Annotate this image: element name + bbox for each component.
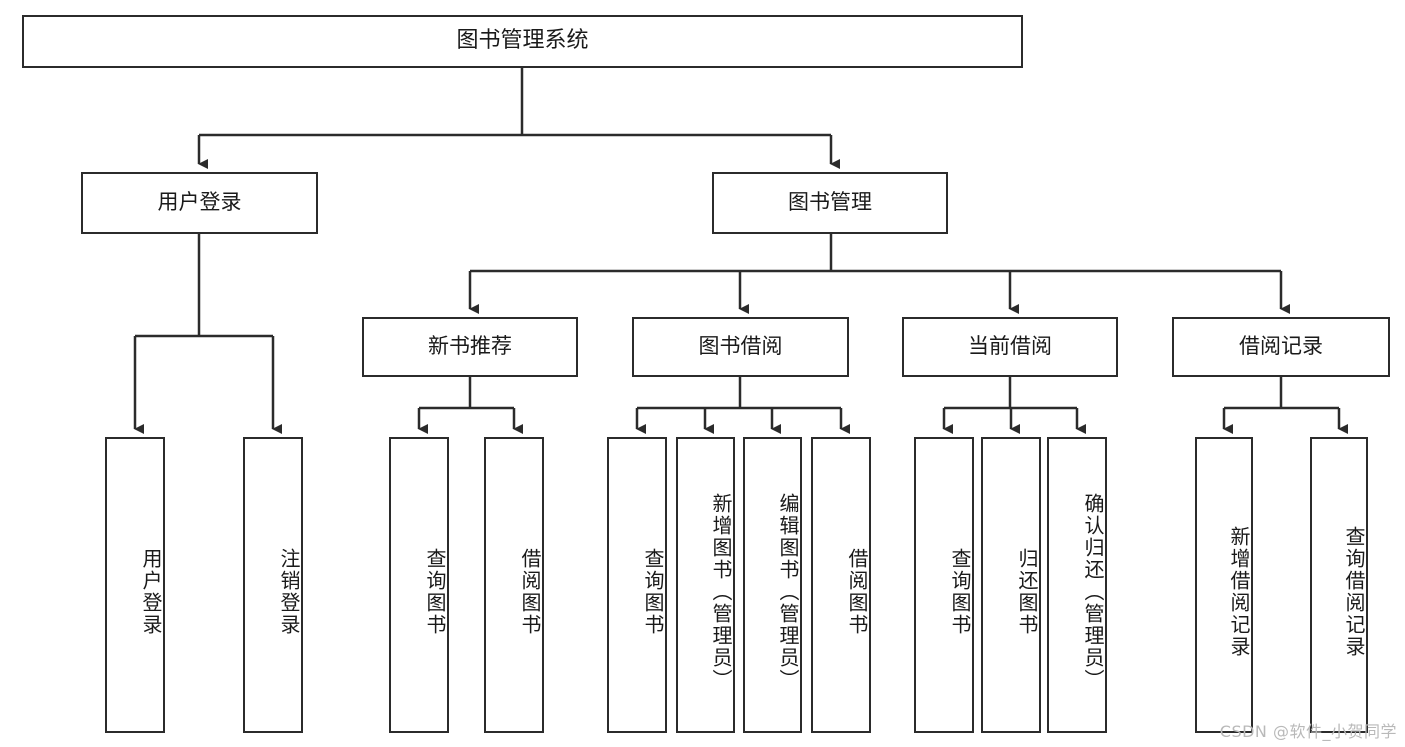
node-user-login[interactable]: 用户登录 <box>81 172 318 234</box>
node-book-borrow[interactable]: 图书借阅 <box>632 317 849 377</box>
node-leaf-borrow-record-2-label: 查询借阅记录 <box>1342 526 1366 658</box>
node-borrow-record-label: 借阅记录 <box>1239 334 1323 359</box>
node-book-manage-label: 图书管理 <box>788 190 872 215</box>
node-leaf-current-borrow-1-label: 查询图书 <box>948 548 972 636</box>
node-leaf-book-borrow-1-label: 查询图书 <box>641 548 665 636</box>
node-leaf-new-book-rec-2[interactable]: 借阅图书 <box>484 437 544 733</box>
node-leaf-book-borrow-1[interactable]: 查询图书 <box>607 437 667 733</box>
node-user-login-label: 用户登录 <box>157 190 242 215</box>
node-leaf-new-book-rec-1-label: 查询图书 <box>423 548 447 636</box>
node-leaf-borrow-record-1[interactable]: 新增借阅记录 <box>1195 437 1253 733</box>
node-leaf-book-borrow-4[interactable]: 借阅图书 <box>811 437 871 733</box>
node-leaf-book-borrow-3[interactable]: 编辑图书（管理员） <box>743 437 802 733</box>
node-leaf-book-borrow-4-label: 借阅图书 <box>845 548 869 636</box>
node-book-manage[interactable]: 图书管理 <box>712 172 948 234</box>
node-borrow-record[interactable]: 借阅记录 <box>1172 317 1390 377</box>
node-current-borrow[interactable]: 当前借阅 <box>902 317 1118 377</box>
node-leaf-user-login-2-label: 注销登录 <box>277 548 301 636</box>
node-leaf-new-book-rec-1[interactable]: 查询图书 <box>389 437 449 733</box>
node-leaf-user-login-2[interactable]: 注销登录 <box>243 437 303 733</box>
node-book-borrow-label: 图书借阅 <box>698 334 783 359</box>
node-leaf-user-login-1-label: 用户登录 <box>139 548 163 636</box>
node-leaf-book-borrow-2[interactable]: 新增图书（管理员） <box>676 437 735 733</box>
node-leaf-borrow-record-1-label: 新增借阅记录 <box>1227 526 1251 658</box>
watermark-text: CSDN @软件_小贺同学 <box>1219 722 1397 741</box>
node-leaf-borrow-record-2[interactable]: 查询借阅记录 <box>1310 437 1368 733</box>
node-current-borrow-label: 当前借阅 <box>968 334 1052 359</box>
node-new-book-rec-label: 新书推荐 <box>428 334 512 359</box>
node-leaf-current-borrow-2[interactable]: 归还图书 <box>981 437 1041 733</box>
node-leaf-current-borrow-3[interactable]: 确认归还（管理员） <box>1047 437 1107 733</box>
node-leaf-current-borrow-3-label: 确认归还（管理员） <box>1081 493 1105 691</box>
node-leaf-book-borrow-3-label: 编辑图书（管理员） <box>776 493 800 691</box>
node-leaf-user-login-1[interactable]: 用户登录 <box>105 437 165 733</box>
node-leaf-book-borrow-2-label: 新增图书（管理员） <box>709 493 733 691</box>
node-leaf-current-borrow-2-label: 归还图书 <box>1015 548 1039 636</box>
node-root[interactable]: 图书管理系统 <box>22 15 1023 68</box>
node-root-label: 图书管理系统 <box>456 28 589 54</box>
node-leaf-new-book-rec-2-label: 借阅图书 <box>518 548 542 636</box>
node-new-book-rec[interactable]: 新书推荐 <box>362 317 578 377</box>
node-leaf-current-borrow-1[interactable]: 查询图书 <box>914 437 974 733</box>
